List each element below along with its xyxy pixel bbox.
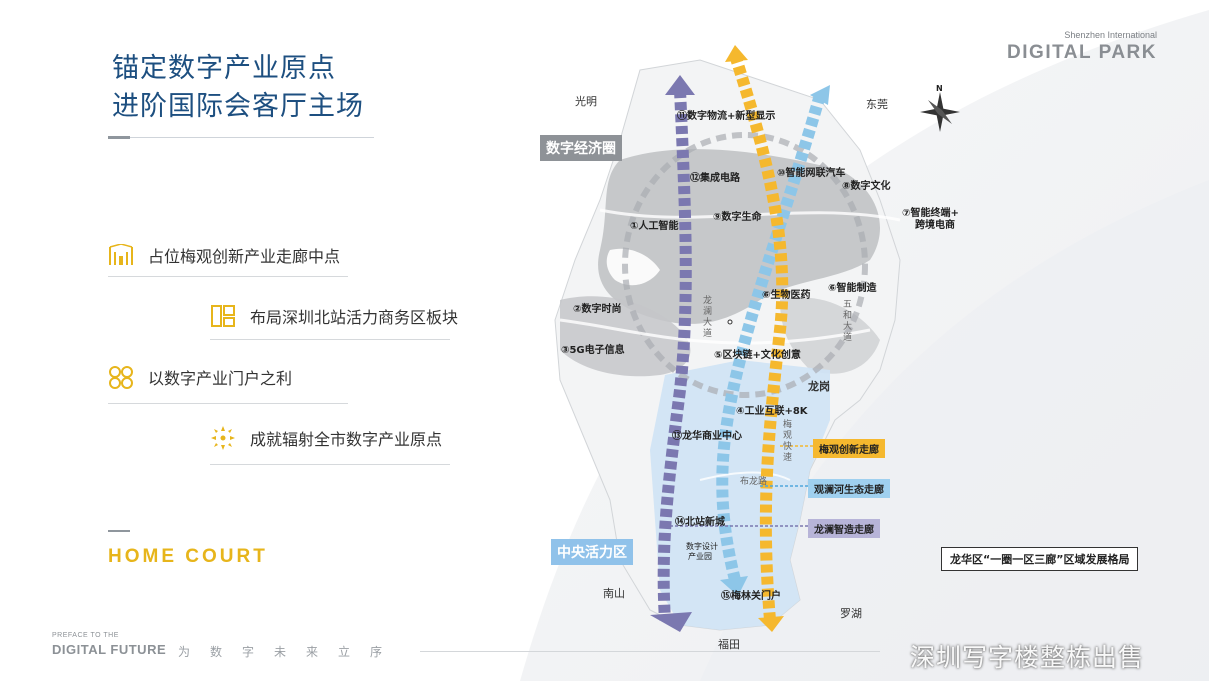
node-label: ⑧数字文化 <box>842 181 891 192</box>
converge-icon <box>210 425 236 451</box>
place-longgang: 龙岗 <box>808 380 830 393</box>
footer-digital-future: DIGITAL FUTURE <box>52 642 167 657</box>
node-label: 跨境电商 <box>915 220 955 231</box>
road-label: 龙澜大道 <box>703 296 713 339</box>
zone-label-digital-circle: 数字经济圈 <box>540 135 622 161</box>
title-divider <box>108 137 374 138</box>
brand-subtitle: Shenzhen International <box>1064 30 1157 40</box>
feature-item-4: 成就辐射全市数字产业原点 <box>210 425 442 451</box>
node-label: ⑩智能网联汽车 <box>777 168 846 179</box>
node-label-small: 数字设计 <box>686 542 718 551</box>
guanlan-corridor-arrow-bottom <box>720 576 748 596</box>
node-label: ⑪数字物流+新型显示 <box>677 111 776 122</box>
road-label: 五和大道 <box>843 300 853 343</box>
watermark-text: 深圳写字楼整栋出售 <box>910 643 1145 672</box>
home-court-heading: HOME COURT <box>108 546 268 567</box>
place-dongguan: 东莞 <box>866 98 888 111</box>
brand-logo-text: DIGITAL PARK <box>1007 42 1157 63</box>
meiguan-corridor-arrow-top <box>725 45 748 62</box>
feature-label-4: 成就辐射全市数字产业原点 <box>250 430 443 449</box>
compass-north-label: N <box>936 84 943 93</box>
longlan-corridor <box>657 89 692 621</box>
node-label: ⑮梅林关门户 <box>721 591 781 602</box>
feature-item-2: 布局深圳北站活力商务区板块 <box>210 303 458 329</box>
compass-icon <box>920 92 960 132</box>
digital-economy-circle <box>622 132 868 398</box>
feature-item-1: 占位梅观创新产业走廊中点 <box>108 242 340 268</box>
feature-divider-1 <box>108 276 348 277</box>
title-divider-accent <box>108 136 130 139</box>
place-futian: 福田 <box>718 638 740 651</box>
meiguan-corridor <box>729 53 789 621</box>
legend-longlan: 龙澜智造走廊 <box>808 519 880 538</box>
node-label: ⑬龙华商业中心 <box>672 431 742 442</box>
node-label: ⑥智能制造 <box>828 283 877 294</box>
road-line <box>699 471 791 481</box>
guanlan-corridor-arrow-top <box>810 85 830 105</box>
node-label: ⑤区块链+文化创意 <box>714 350 801 361</box>
circles-icon <box>108 364 134 390</box>
node-label: ②数字时尚 <box>573 304 622 315</box>
node-label: ③5G电子信息 <box>561 345 625 356</box>
place-guangming: 光明 <box>575 95 597 108</box>
title-line-1: 锚定数字产业原点 <box>112 53 336 84</box>
reservoir-shape <box>606 248 660 286</box>
feature-label-3: 以数字产业门户之利 <box>148 369 293 388</box>
feature-divider-3 <box>108 403 348 404</box>
node-label-small: 产业园 <box>688 552 712 561</box>
legend-meiguan: 梅观创新走廊 <box>813 439 885 458</box>
central-zone-area <box>650 360 830 630</box>
longlan-corridor-arrow-bottom <box>650 612 692 632</box>
node-label: ⑥生物医药 <box>762 290 811 301</box>
footer-chinese-slogan: 为数字未来立序 <box>178 645 403 659</box>
road-label: 布龙路 <box>740 477 768 487</box>
feature-divider-2 <box>210 339 450 340</box>
road-line <box>559 318 871 345</box>
node-markers <box>687 112 733 325</box>
industrial-area-blob <box>598 149 880 324</box>
guanlan-corridor <box>716 93 826 582</box>
map-caption: 龙华区“一圈一区三廊”区域发展格局 <box>941 547 1139 571</box>
node-label: ④工业互联+8K <box>736 406 808 417</box>
zone-label-central: 中央活力区 <box>551 539 633 565</box>
node-label: ⑫集成电路 <box>690 173 740 184</box>
feature-label-1: 占位梅观创新产业走廊中点 <box>148 247 341 266</box>
home-court-accent <box>108 530 130 532</box>
node-label: ①人工智能 <box>630 221 679 232</box>
feature-item-3: 以数字产业门户之利 <box>108 364 292 390</box>
longlan-corridor-arrow-top <box>665 75 695 95</box>
footer-preface: PREFACE TO THE <box>52 632 119 639</box>
legend-guanlan: 观澜河生态走廊 <box>808 479 890 498</box>
blocks-icon <box>210 303 236 329</box>
node-label: ⑦智能终端+ <box>902 208 959 219</box>
feature-label-2: 布局深圳北站活力商务区板块 <box>250 308 459 327</box>
place-luohu: 罗湖 <box>840 607 862 620</box>
road-line <box>599 208 901 222</box>
corridor-icon <box>108 242 134 268</box>
feature-divider-4 <box>210 464 450 465</box>
place-nanshan: 南山 <box>603 587 625 600</box>
node-label: ⑨数字生命 <box>713 212 762 223</box>
page-title: 锚定数字产业原点 进阶国际会客厅主场 <box>112 50 364 126</box>
footer-divider <box>420 651 880 652</box>
node-label: ⑭北站新城 <box>675 517 725 528</box>
road-label: 梅观快速 <box>783 420 793 463</box>
title-line-2: 进阶国际会客厅主场 <box>112 91 364 122</box>
meiguan-corridor-arrow-bottom <box>758 616 784 632</box>
